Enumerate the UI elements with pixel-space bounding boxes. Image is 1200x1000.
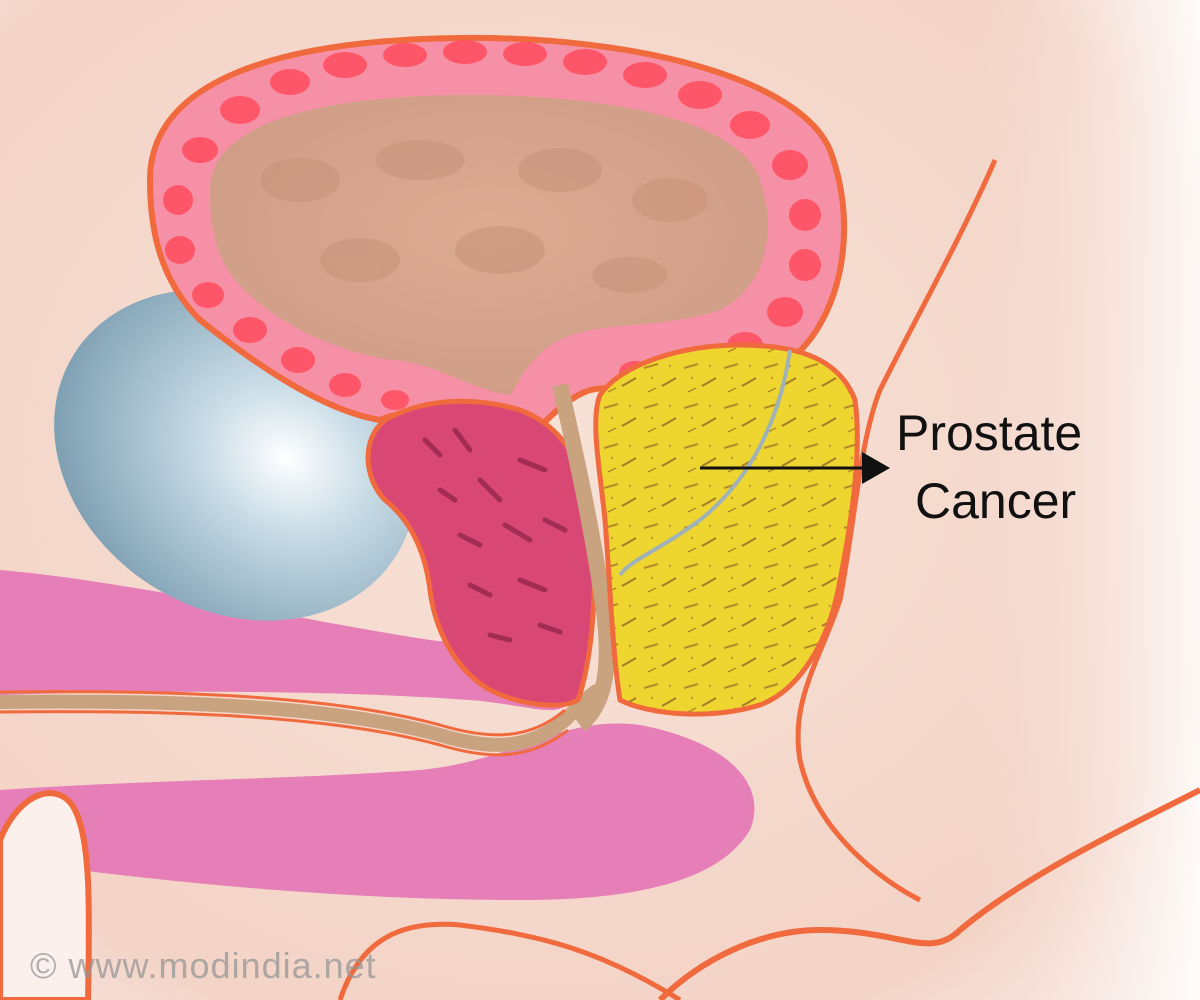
penis-spongiosum xyxy=(0,723,755,900)
penis-cavernosum xyxy=(0,570,570,711)
prostate-healthy-streaks xyxy=(422,427,568,643)
urethra xyxy=(0,683,602,752)
prostate-cancer-lobe xyxy=(593,342,860,717)
prostate-cancer-label-line-1: Prostate xyxy=(896,405,1083,461)
cancer-lobe-seam xyxy=(618,349,792,577)
watermark: © www.modindia.net xyxy=(30,945,377,986)
pointer-arrow-head xyxy=(862,452,890,484)
urethra-outline-top xyxy=(0,690,566,737)
scrotum-outline xyxy=(337,921,682,1000)
prostate-cancer-label-line-2: Cancer xyxy=(915,473,1077,529)
rectum-outline xyxy=(795,158,998,903)
urethra-outline-bottom xyxy=(0,710,569,757)
glans-outline xyxy=(0,790,92,1000)
prostate-healthy-lobe xyxy=(365,398,597,708)
pelvic-floor-outline xyxy=(657,787,1200,1000)
prostatic-urethra xyxy=(552,383,615,732)
bladder-interior-folds xyxy=(260,140,708,293)
